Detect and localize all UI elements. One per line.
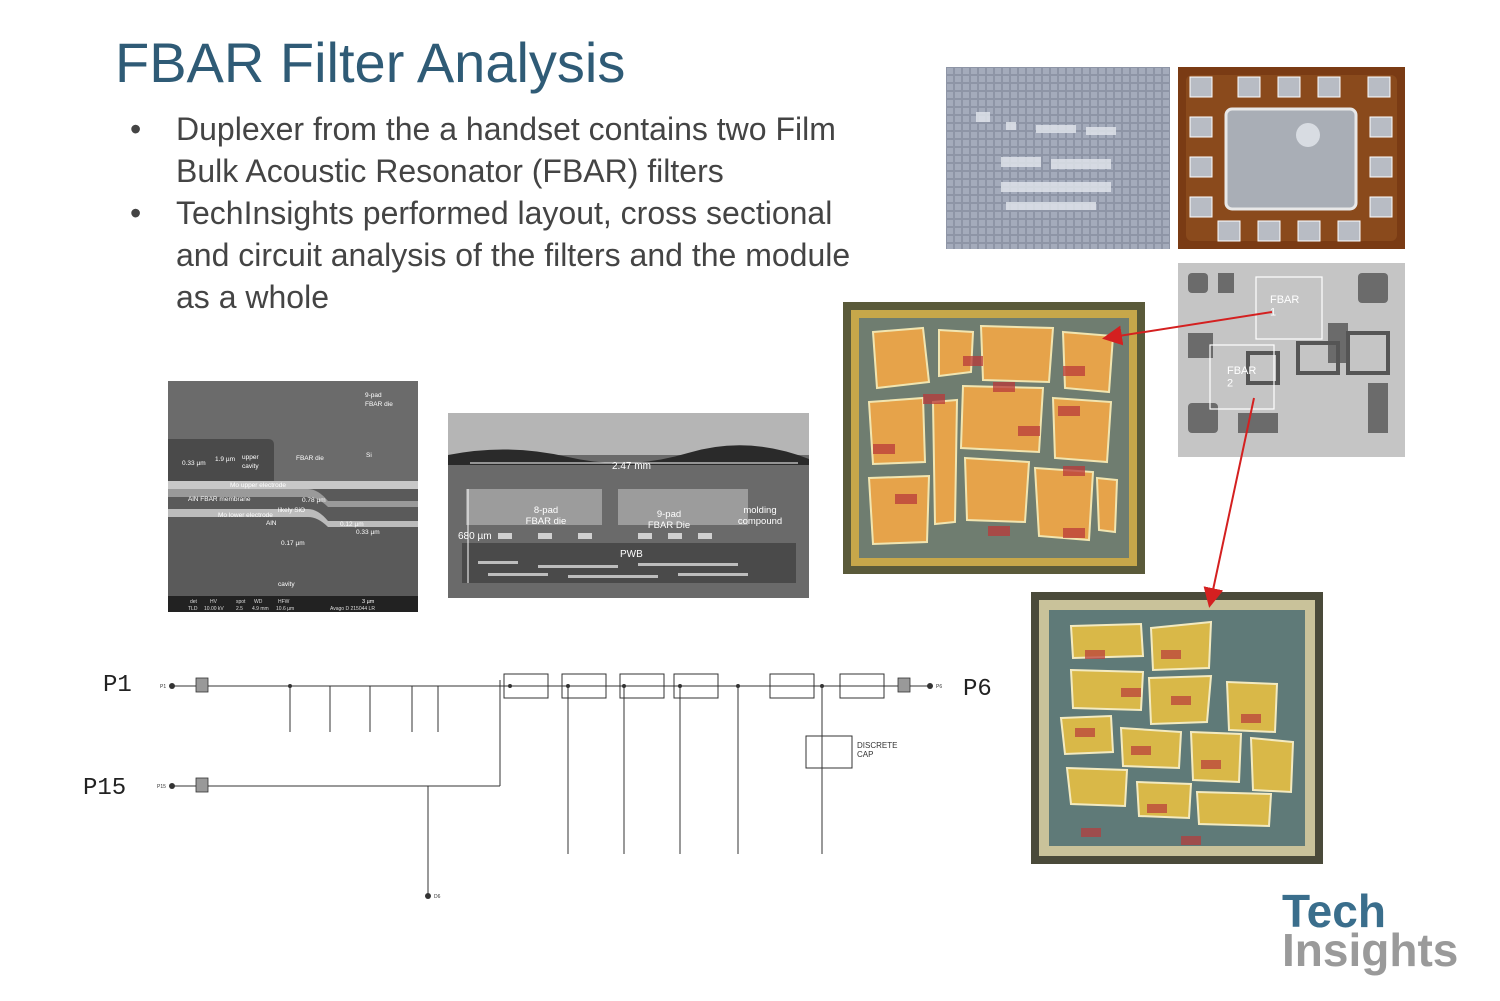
fbar1-line: FBAR xyxy=(1270,294,1299,306)
sem-cavity-label: cavity xyxy=(278,581,295,588)
package-top-photo xyxy=(1178,67,1405,249)
fbar-die2-image xyxy=(1031,592,1323,864)
port-p1-label: P1 xyxy=(103,672,132,699)
sem-footer-h2: spot xyxy=(236,599,246,605)
page-title: FBAR Filter Analysis xyxy=(115,31,626,94)
module-pwb-label: PWB xyxy=(620,549,643,560)
bullet-dot: • xyxy=(130,111,142,147)
sem-footer-v0: TLD xyxy=(188,606,198,612)
fbar-die1-photo xyxy=(843,302,1145,574)
sem-aln-membrane-label: AlN FBAR membrane xyxy=(188,496,251,503)
fbar-die2-photo xyxy=(1031,592,1323,864)
sem-0-17um-label: 0.17 µm xyxy=(281,540,305,547)
logo-line-2: Insights xyxy=(1282,924,1459,977)
techinsights-logo: Tech Insights xyxy=(1282,885,1472,977)
sem-upper-cavity-line: upper xyxy=(242,454,259,461)
sem-mo-upper-label: Mo upper electrode xyxy=(230,482,286,489)
sem-mo-lower-label: Mo lower electrode xyxy=(218,512,273,519)
module-die2-line: 9-pad xyxy=(657,509,681,520)
node-p6-label: P6 xyxy=(936,684,942,690)
port-p6-label: P6 xyxy=(963,676,992,703)
sem-fbar-die-label: FBAR die xyxy=(296,455,324,462)
logo-line-1: Tech xyxy=(1282,885,1386,937)
module-molding-line: molding xyxy=(743,505,776,516)
bullet-text: TechInsights performed layout, cross sec… xyxy=(176,195,851,315)
sem-die-line: 9-pad xyxy=(365,392,382,399)
bullet-dot: • xyxy=(130,195,142,231)
sem-0-12um-label: 0.12 µm xyxy=(340,521,364,528)
package-top-image xyxy=(1178,67,1405,249)
fbar2-line-cont: 2 xyxy=(1227,378,1233,390)
sem-aln-label: AlN xyxy=(266,520,277,527)
sem-footer-note: Avago D 215044 LR xyxy=(330,606,375,612)
sem-footer-h4: HFW xyxy=(278,599,290,605)
bullet-text: Duplexer from the a handset contains two… xyxy=(176,111,836,189)
sem-1-9um-label: 1.9 µm xyxy=(215,456,235,463)
node-p15-label: P15 xyxy=(157,784,166,790)
port-p15-label: P15 xyxy=(83,775,127,802)
sem-upper-cavity-label: upper cavity xyxy=(242,454,259,470)
fbar2-line: FBAR xyxy=(1227,365,1256,377)
bullet-item: • TechInsights performed layout, cross se… xyxy=(130,192,890,318)
module-die1-line: 8-pad xyxy=(534,505,558,516)
bullet-list: • Duplexer from the a handset contains tw… xyxy=(130,108,890,318)
sem-footer-v2: 2.5 xyxy=(236,606,243,612)
die-marking-photo xyxy=(946,67,1170,249)
discrete-cap-line-cont: CAP xyxy=(857,750,873,759)
sem-si-label: Si xyxy=(366,452,372,459)
discrete-cap-line: DISCRETE xyxy=(857,741,897,750)
die-marking-image xyxy=(946,67,1170,249)
fbar1-line-cont: 1 xyxy=(1270,307,1276,319)
sem-footer-v4: 10.6 µm xyxy=(276,606,294,612)
sem-likely-sio-label: likely SiO xyxy=(278,507,305,514)
sem-footer-h3: WD xyxy=(254,599,263,605)
module-die2-line-cont: FBAR Die xyxy=(648,520,690,531)
module-die1-line-cont: FBAR die xyxy=(526,516,567,527)
sem-footer-v1: 10.00 kV xyxy=(204,606,224,612)
sem-0-33um-a-label: 0.33 µm xyxy=(182,460,206,467)
sem-footer-h1: HV xyxy=(210,599,218,605)
sem-footer-v3: 4.9 mm xyxy=(252,606,269,612)
fbar-die1-image xyxy=(843,302,1145,574)
sem-0-78um-label: 0.78 µm xyxy=(302,497,326,504)
module-width-label: 2.47 mm xyxy=(612,461,651,472)
module-height-label: 680 µm xyxy=(458,531,492,542)
sem-footer-h0: det xyxy=(190,599,198,605)
sem-0-33um-b-label: 0.33 µm xyxy=(356,529,380,536)
sem-scale-label: 3 µm xyxy=(362,599,375,605)
node-d6-label: D6 xyxy=(434,894,441,900)
sem-die-line-cont: FBAR die xyxy=(365,401,393,408)
sem-upper-cavity-line-cont: cavity xyxy=(242,463,259,470)
module-molding-line-cont: compound xyxy=(738,516,782,527)
node-p1-label: P1 xyxy=(160,684,166,690)
bullet-item: • Duplexer from the a handset contains tw… xyxy=(130,108,890,192)
